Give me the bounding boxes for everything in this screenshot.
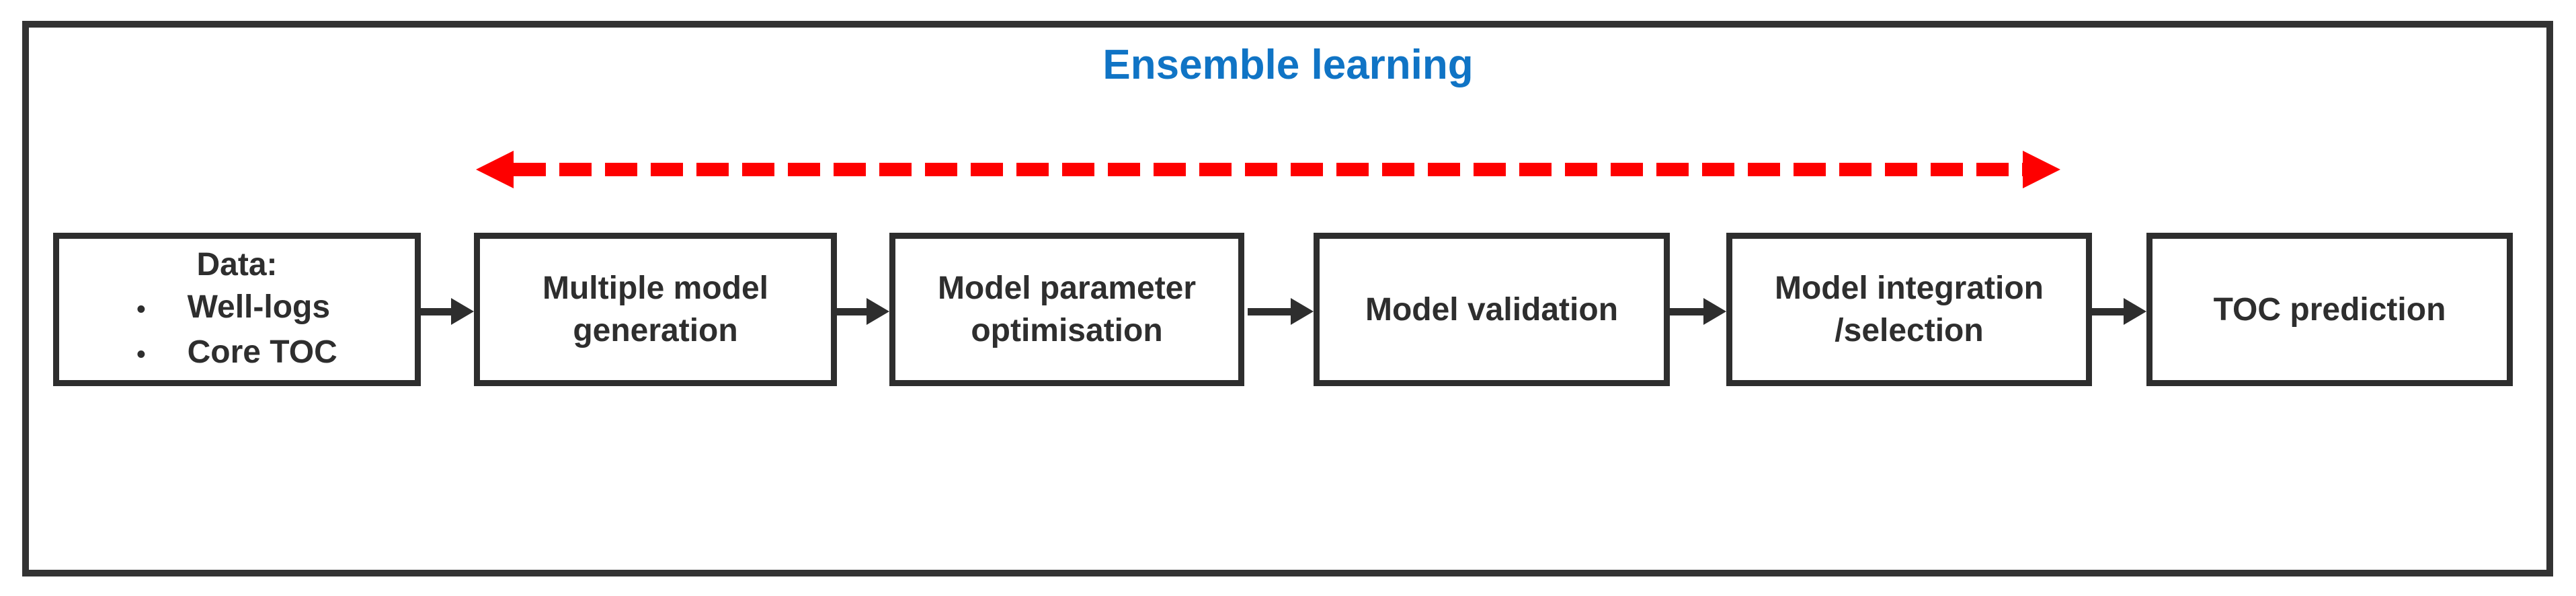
flow-arrow-2 xyxy=(837,298,889,325)
flow-box-toc-prediction: TOC prediction xyxy=(2146,233,2513,386)
flow-box-multiple-model-generation: Multiple model generation xyxy=(474,233,837,386)
dashed-line xyxy=(514,163,2023,176)
flow-arrow-4 xyxy=(1670,298,1726,325)
ensemble-learning-span-arrow xyxy=(476,151,2060,188)
bullet-icon: • xyxy=(136,295,146,324)
box-label-line: generation xyxy=(573,313,738,348)
arrow-right-head-icon xyxy=(2023,151,2060,188)
flow-box-data: Data: • Well-logs • Core TOC xyxy=(53,233,421,386)
arrow-shaft xyxy=(837,307,867,315)
box-label-line: TOC prediction xyxy=(2213,291,2446,328)
arrow-shaft xyxy=(1248,307,1291,315)
box-label-line: Model validation xyxy=(1365,291,1619,328)
arrow-head-icon xyxy=(867,298,889,325)
bullet-icon: • xyxy=(136,340,146,369)
bullet-label: Well-logs xyxy=(187,289,331,325)
box-label-line: optimisation xyxy=(971,313,1163,348)
bullet-label: Core TOC xyxy=(187,334,337,370)
arrow-head-icon xyxy=(2124,298,2146,325)
flow-box-model-parameter-optimisation: Model parameter optimisation xyxy=(889,233,1244,386)
flow-arrow-5 xyxy=(2092,298,2146,325)
arrow-shaft xyxy=(421,307,451,315)
box-title: Data: xyxy=(196,246,278,283)
box-label-line: Model integration xyxy=(1775,270,2044,306)
diagram-title: Ensemble learning xyxy=(1102,42,1474,88)
data-bullet-list: • Well-logs • Core TOC xyxy=(136,286,337,376)
arrow-left-head-icon xyxy=(476,151,514,188)
box-label-line: /selection xyxy=(1835,313,1984,348)
flow-box-model-validation: Model validation xyxy=(1314,233,1670,386)
diagram-frame xyxy=(22,21,2553,576)
flow-arrow-3 xyxy=(1248,298,1314,325)
arrow-shaft xyxy=(2092,307,2124,315)
arrow-head-icon xyxy=(1703,298,1726,325)
arrow-head-icon xyxy=(1291,298,1314,325)
flow-box-model-integration-selection: Model integration /selection xyxy=(1726,233,2092,386)
box-label-line: Multiple model xyxy=(542,270,768,306)
box-label-line: Model parameter xyxy=(937,270,1197,306)
list-item: • Core TOC xyxy=(136,331,337,376)
flow-arrow-1 xyxy=(421,298,474,325)
list-item: • Well-logs xyxy=(136,286,330,331)
arrow-shaft xyxy=(1670,307,1703,315)
arrow-head-icon xyxy=(451,298,474,325)
